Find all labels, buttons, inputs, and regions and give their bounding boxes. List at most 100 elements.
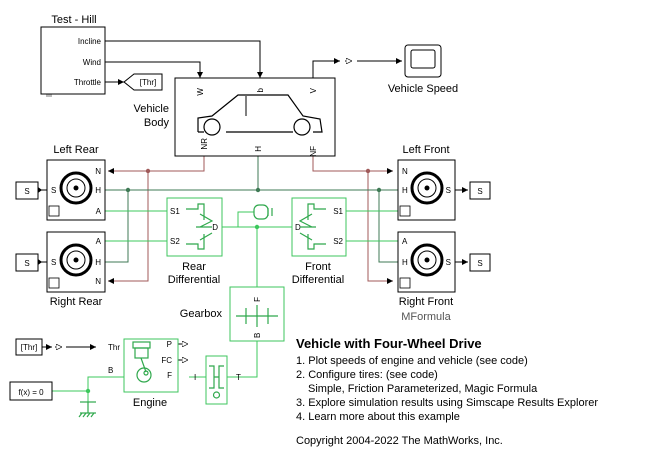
note-tire-options[interactable]: Simple, Friction Parameterized, Magic Fo…: [308, 383, 538, 395]
svg-text:[Thr]: [Thr]: [21, 343, 37, 352]
svg-text:H: H: [95, 186, 101, 195]
torque-converter-block[interactable]: I T: [194, 355, 241, 405]
s-terminator-right-front[interactable]: S: [469, 253, 491, 272]
differential-gear-icon: [298, 203, 326, 250]
scope-screen-icon: [410, 49, 436, 69]
copyright: Copyright 2004-2022 The MathWorks, Inc.: [296, 435, 503, 447]
left-rear-label: Left Rear: [53, 144, 99, 156]
tire-icon: [410, 171, 444, 205]
svg-text:S: S: [446, 258, 451, 267]
svg-text:B: B: [108, 366, 113, 375]
h-to-right-front[interactable]: [378, 190, 398, 263]
incline-signal[interactable]: [105, 40, 263, 78]
note-plot-speeds[interactable]: 1. Plot speeds of engine and vehicle (se…: [296, 355, 528, 367]
nr-to-right-rear[interactable]: [108, 171, 149, 284]
svg-text:Differential: Differential: [168, 274, 220, 286]
vehicle-body-label: Vehicle: [134, 103, 169, 115]
svg-text:NR: NR: [200, 138, 209, 150]
svg-text:H: H: [402, 258, 408, 267]
note-results-explorer[interactable]: 3. Explore simulation results using Sims…: [296, 397, 599, 409]
svg-text:N: N: [402, 167, 408, 176]
nf-to-left-front[interactable]: [312, 156, 393, 174]
rear-differential-block[interactable]: S1 S2 D Rear Differential: [166, 197, 223, 286]
mechanical-ground-icon: [78, 401, 96, 418]
rear-differential-label: Rear: [182, 261, 206, 273]
right-rear-tire-block[interactable]: A S H N Right Rear: [46, 231, 106, 308]
thr-goto-tag[interactable]: [Thr]: [123, 73, 163, 91]
differential-gear-icon: [186, 203, 214, 250]
right-front-label: Right Front: [399, 296, 453, 308]
svg-text:N: N: [95, 277, 101, 286]
engine-label: Engine: [133, 397, 167, 409]
solver-configuration-block[interactable]: f(x) = 0: [9, 381, 53, 401]
tire-model-label: MFormula: [401, 311, 451, 323]
model-notes: Vehicle with Four-Wheel Drive 1. Plot sp…: [296, 337, 646, 448]
rear-wheel-icon: [203, 118, 221, 136]
svg-text:S: S: [51, 186, 56, 195]
s-terminator-right-rear[interactable]: S: [15, 253, 42, 272]
svg-text:S2: S2: [170, 237, 180, 246]
wind-signal[interactable]: [105, 61, 203, 78]
left-front-label: Left Front: [402, 144, 449, 156]
front-differential-label: Front: [305, 261, 331, 273]
right-front-tire-block[interactable]: A H S N Right Front MFormula: [397, 231, 456, 323]
driveshaft-inertia-icon: [253, 204, 273, 220]
note-configure-tires[interactable]: 2. Configure tires: (see code): [296, 369, 438, 381]
note-learn-more[interactable]: 4. Learn more about this example: [296, 411, 460, 423]
model-title: Vehicle with Four-Wheel Drive: [296, 336, 482, 351]
svg-text:I: I: [194, 373, 196, 382]
svg-text:S1: S1: [170, 207, 180, 216]
right-rear-label: Right Rear: [50, 296, 103, 308]
svg-text:T: T: [236, 373, 241, 382]
left-front-tire-block[interactable]: Left Front N H S A: [397, 144, 456, 221]
svg-text:F: F: [253, 297, 262, 302]
clutch-icon: [209, 365, 224, 399]
vehicle-speed-scope[interactable]: Vehicle Speed: [388, 44, 458, 95]
svg-text:A: A: [96, 207, 102, 216]
svg-text:D: D: [295, 223, 301, 232]
tire-icon: [59, 243, 93, 277]
svg-text:A: A: [402, 237, 408, 246]
svg-text:W: W: [196, 88, 205, 96]
svg-text:N: N: [95, 167, 101, 176]
svg-text:S: S: [24, 259, 29, 268]
svg-text:S: S: [24, 187, 29, 196]
h-to-right-rear[interactable]: [105, 190, 129, 263]
svg-text:H: H: [402, 186, 408, 195]
svg-text:S2: S2: [333, 237, 343, 246]
svg-text:H: H: [254, 146, 263, 152]
wind-port: Wind: [83, 58, 101, 67]
s-terminator-left-rear[interactable]: S: [15, 181, 42, 200]
gear-icon: [236, 305, 278, 327]
svg-text:S: S: [477, 187, 482, 196]
s-terminator-left-front[interactable]: S: [469, 181, 491, 200]
gearbox-label: Gearbox: [180, 308, 223, 320]
svg-text:S: S: [51, 258, 56, 267]
vehicle-body-block[interactable]: Vehicle Body W b V NR H NF: [134, 77, 336, 157]
speed-signal[interactable]: [312, 58, 340, 78]
throttle-port: Throttle: [74, 78, 102, 87]
front-differential-block[interactable]: S1 S2 D Front Differential: [291, 197, 347, 286]
engine-piston-icon: [132, 341, 152, 383]
svg-text:S: S: [446, 186, 451, 195]
test-hill-block[interactable]: Test - Hill Incline Wind Throttle: [40, 14, 106, 97]
thr-from-tag[interactable]: [Thr]: [15, 338, 43, 356]
nr-to-left-rear[interactable]: [108, 156, 205, 174]
svg-text:A: A: [96, 237, 102, 246]
nf-to-right-front[interactable]: [367, 171, 393, 284]
left-rear-tire-block[interactable]: Left Rear N S H A: [46, 144, 106, 221]
tire-icon: [59, 171, 93, 205]
svg-text:b: b: [256, 87, 265, 92]
svg-text:Body: Body: [144, 117, 170, 129]
svg-text:Differential: Differential: [292, 274, 344, 286]
svg-text:H: H: [95, 258, 101, 267]
gearbox-block[interactable]: Gearbox F B: [180, 286, 285, 342]
vehicle-speed-label: Vehicle Speed: [388, 83, 458, 95]
svg-text:f(x) = 0: f(x) = 0: [18, 388, 44, 397]
car-icon: [197, 94, 323, 133]
gearbox-to-clutch[interactable]: [227, 341, 258, 378]
engine-base[interactable]: [87, 376, 124, 402]
svg-text:F: F: [167, 371, 172, 380]
engine-block[interactable]: P FC F B Engine: [108, 338, 179, 409]
